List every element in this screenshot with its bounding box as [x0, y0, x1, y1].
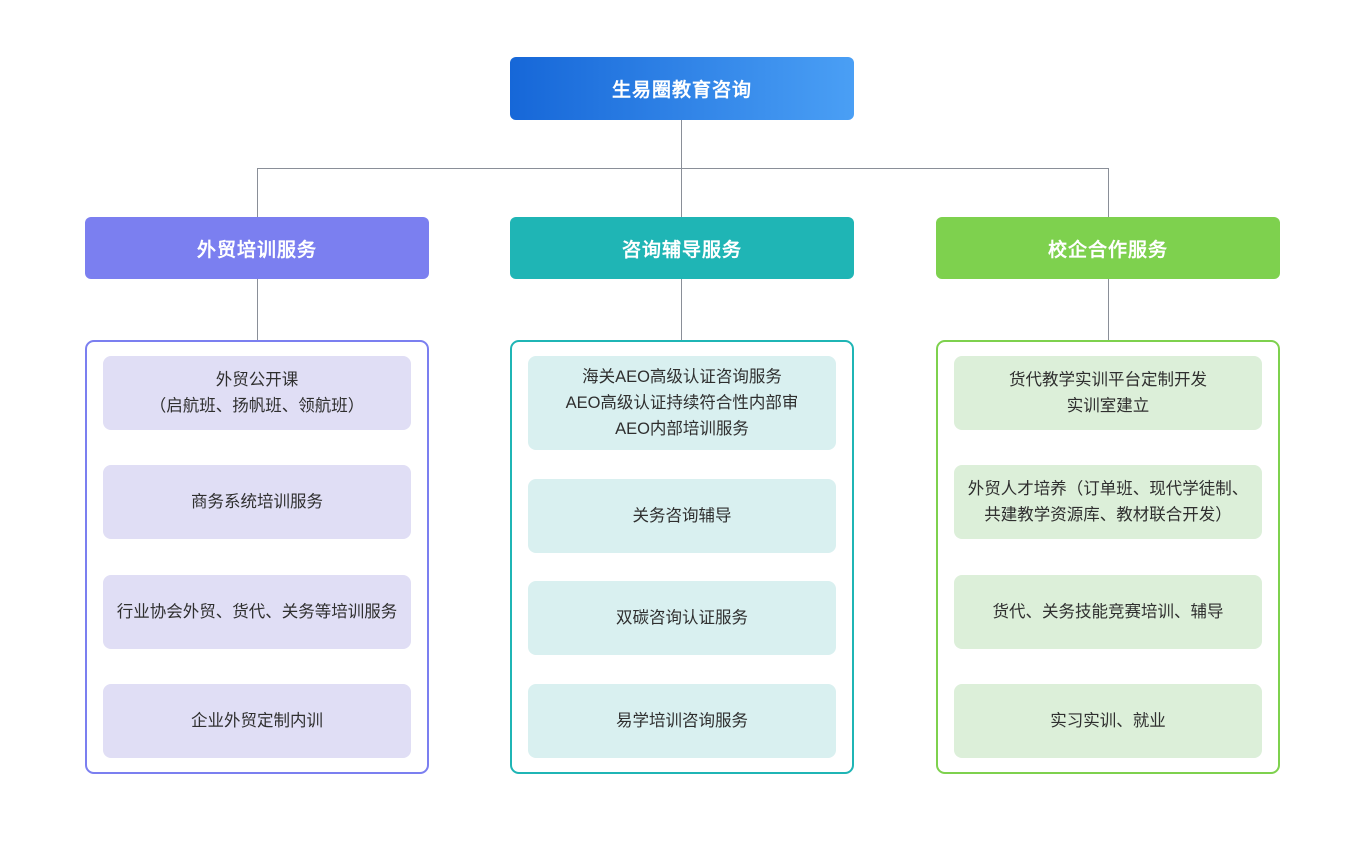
connector-header-panel-0 [257, 279, 258, 340]
root-node[interactable]: 生易圈教育咨询 [510, 57, 854, 120]
item-card[interactable]: 商务系统培训服务 [103, 465, 411, 540]
branch-header-1[interactable]: 咨询辅导服务 [510, 217, 854, 279]
branch-panel-0: 外贸公开课 （启航班、扬帆班、领航班） 商务系统培训服务 行业协会外贸、货代、关… [85, 340, 429, 774]
branch-header-label-2: 校企合作服务 [1047, 239, 1168, 261]
connector-header-panel-2 [1108, 279, 1109, 340]
item-card[interactable]: 关务咨询辅导 [528, 478, 836, 553]
connector-root-trunk [681, 120, 682, 168]
item-card[interactable]: 货代教学实训平台定制开发 实训室建立 [954, 356, 1262, 430]
item-card[interactable]: 外贸人才培养（订单班、现代学徒制、共建教学资源库、教材联合开发） [954, 465, 1262, 540]
branch-panel-1: 海关AEO高级认证咨询服务 AEO高级认证持续符合性内部审 AEO内部培训服务 … [510, 340, 854, 774]
branch-header-0[interactable]: 外贸培训服务 [85, 217, 429, 279]
branch-header-label-0: 外贸培训服务 [196, 239, 317, 261]
connector-branch-2 [1108, 168, 1109, 217]
item-card[interactable]: 海关AEO高级认证咨询服务 AEO高级认证持续符合性内部审 AEO内部培训服务 [528, 356, 836, 450]
item-card[interactable]: 双碳咨询认证服务 [528, 581, 836, 656]
connector-branch-1 [681, 168, 682, 217]
item-card[interactable]: 实习实训、就业 [954, 683, 1262, 758]
branch-header-label-1: 咨询辅导服务 [621, 239, 742, 261]
item-card[interactable]: 外贸公开课 （启航班、扬帆班、领航班） [103, 356, 411, 430]
item-card[interactable]: 行业协会外贸、货代、关务等培训服务 [103, 574, 411, 649]
item-card[interactable]: 企业外贸定制内训 [103, 683, 411, 758]
item-card[interactable]: 易学培训咨询服务 [528, 683, 836, 758]
root-node-label: 生易圈教育咨询 [611, 80, 752, 101]
branch-panel-2: 货代教学实训平台定制开发 实训室建立 外贸人才培养（订单班、现代学徒制、共建教学… [936, 340, 1280, 774]
branch-header-2[interactable]: 校企合作服务 [936, 217, 1280, 279]
item-card[interactable]: 货代、关务技能竞赛培训、辅导 [954, 574, 1262, 649]
connector-branch-0 [257, 168, 258, 217]
connector-header-panel-1 [681, 279, 682, 340]
connector-horizontal-bus [257, 168, 1108, 169]
